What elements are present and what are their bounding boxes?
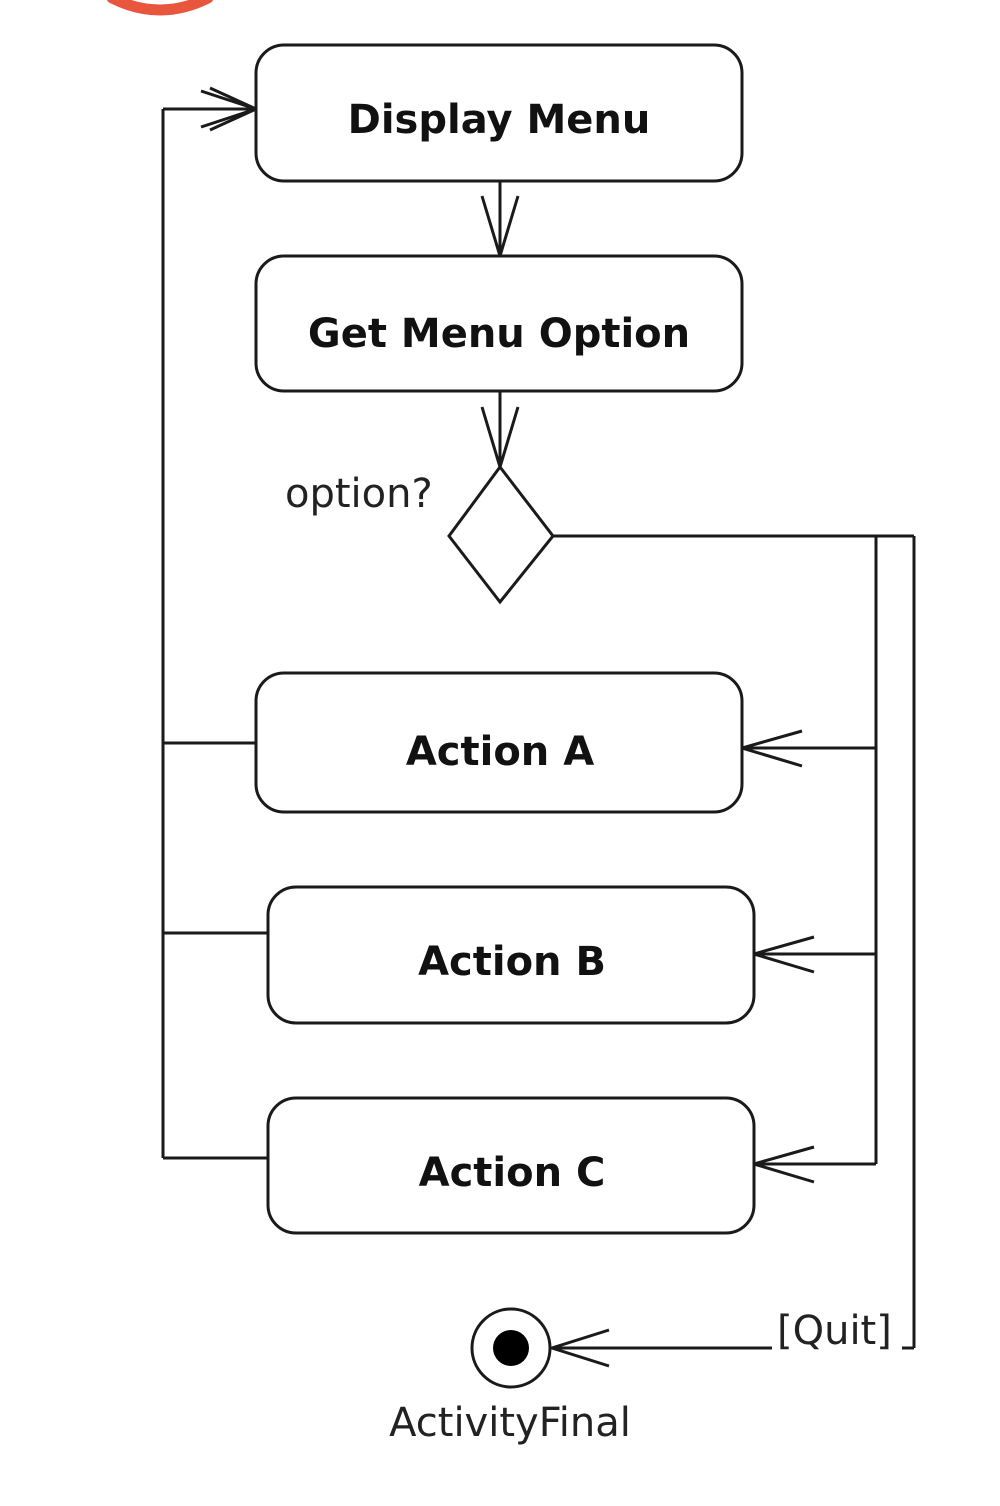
node-get-menu-option-label: Get Menu Option <box>308 311 690 357</box>
activity-final-node: ActivityFinal <box>389 1307 631 1446</box>
node-action-c: Action C <box>266 1096 756 1235</box>
activity-final-label: ActivityFinal <box>389 1400 631 1446</box>
final-node-inner-icon <box>493 1330 529 1366</box>
node-action-a-label: Action A <box>406 729 594 775</box>
node-action-c-label: Action C <box>419 1150 606 1196</box>
quit-guard-label: [Quit] <box>777 1308 892 1354</box>
node-display-menu: Display Menu <box>254 43 744 183</box>
badge-arc-icon <box>106 0 214 16</box>
decision-label: option? <box>285 471 433 517</box>
decision-diamond-icon <box>447 464 555 605</box>
node-get-menu-option: Get Menu Option <box>254 254 744 393</box>
node-action-b-label: Action B <box>418 939 606 985</box>
node-display-menu-label: Display Menu <box>348 97 651 143</box>
node-action-b: Action B <box>266 885 756 1025</box>
decision-node: option? <box>285 464 555 605</box>
node-action-a: Action A <box>254 671 744 814</box>
arrowhead-left-icon <box>547 1328 610 1368</box>
